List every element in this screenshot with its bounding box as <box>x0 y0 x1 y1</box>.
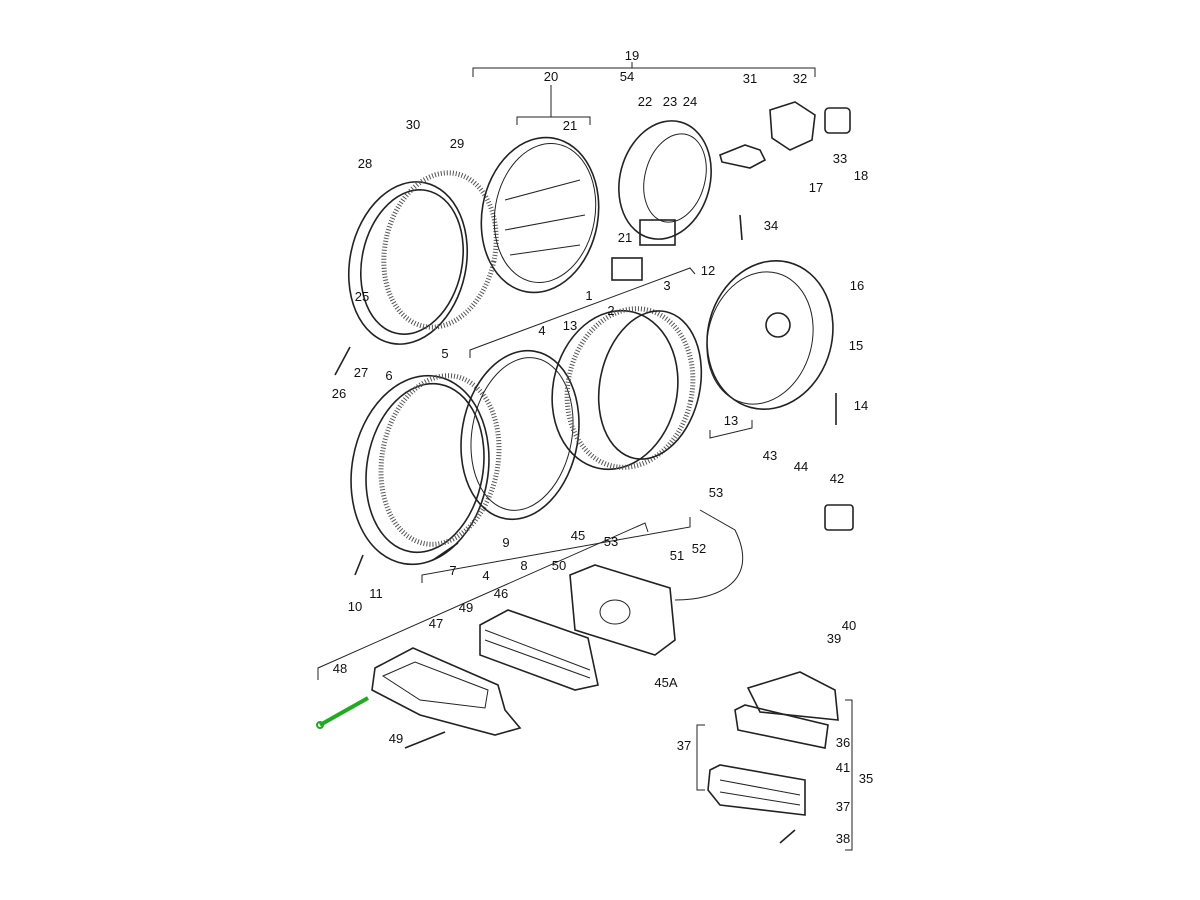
callout: 28 <box>358 156 372 171</box>
callout: 10 <box>348 599 362 614</box>
callout: 52 <box>692 541 706 556</box>
callout: 13 <box>724 413 738 428</box>
fog-light-housing-45A <box>569 509 744 656</box>
callout: 6 <box>385 368 392 383</box>
headlight-lens-2 <box>551 306 703 471</box>
callout: 18 <box>854 168 868 183</box>
callout: 29 <box>450 136 464 151</box>
callout: 34 <box>764 218 778 233</box>
callout: 33 <box>833 151 847 166</box>
callout: 27 <box>354 365 368 380</box>
headlight-bucket <box>618 120 712 246</box>
callout: 54 <box>620 69 634 84</box>
callout: 12 <box>701 263 715 278</box>
callout: 13 <box>563 318 577 333</box>
callout: 2 <box>607 303 614 318</box>
callout: 26 <box>332 386 346 401</box>
callout: 7 <box>449 563 456 578</box>
callout: 31 <box>743 71 757 86</box>
callout: 30 <box>406 117 420 132</box>
callout: 4 <box>538 323 545 338</box>
headlight-housing-3 <box>706 259 834 411</box>
callout: 11 <box>369 586 383 601</box>
callout: 21 <box>618 230 632 245</box>
callout: 51 <box>670 548 684 563</box>
callout: 17 <box>809 180 823 195</box>
callout: 36 <box>836 735 850 750</box>
headlight-trim-ring <box>347 170 499 345</box>
callout-labels: 19 20 54 22 23 24 31 32 21 30 29 28 33 1… <box>332 48 873 846</box>
callout: 24 <box>683 94 697 109</box>
callout: 22 <box>638 94 652 109</box>
callout: 20 <box>544 69 558 84</box>
callout: 45 <box>571 528 585 543</box>
sealed-beam-lens <box>480 136 600 294</box>
bracket-lines <box>317 62 853 851</box>
callout: 47 <box>429 616 443 631</box>
callout: 53 <box>709 485 723 500</box>
callout: 49 <box>389 731 403 746</box>
callout: 43 <box>763 448 777 463</box>
callout: 32 <box>793 71 807 86</box>
callout: 53 <box>604 534 618 549</box>
callout: 4 <box>482 568 489 583</box>
callout: 9 <box>502 535 509 550</box>
callout: 42 <box>830 471 844 486</box>
callout: 38 <box>836 831 850 846</box>
fog-lens-46 <box>479 609 599 691</box>
callout: 15 <box>849 338 863 353</box>
small-parts <box>334 214 854 844</box>
callout: 48 <box>333 661 347 676</box>
callout: 25 <box>355 289 369 304</box>
callout: 49 <box>459 600 473 615</box>
callout: 50 <box>552 558 566 573</box>
turn-signal-assembly <box>707 671 839 816</box>
bulb-31 <box>719 101 851 169</box>
headlight-ring-4 <box>460 349 580 521</box>
callout: 3 <box>663 278 670 293</box>
callout: 14 <box>854 398 868 413</box>
callout: 41 <box>836 760 850 775</box>
callout: 44 <box>794 459 808 474</box>
callout: 37 <box>836 799 850 814</box>
callout: 16 <box>850 278 864 293</box>
headlight-ring-6 <box>350 373 502 566</box>
bolt-48-highlighted <box>316 696 369 729</box>
callout: 21 <box>563 118 577 133</box>
callout: 37 <box>677 738 691 753</box>
callout: 1 <box>585 288 592 303</box>
callout: 40 <box>842 618 856 633</box>
fog-trim-47 <box>371 647 522 736</box>
callout: 39 <box>827 631 841 646</box>
callout: 23 <box>663 94 677 109</box>
callout: 19 <box>625 48 639 63</box>
callout: 8 <box>520 558 527 573</box>
callout: 45A <box>654 675 677 690</box>
callout: 46 <box>494 586 508 601</box>
callout: 35 <box>859 771 873 786</box>
callout: 5 <box>441 346 448 361</box>
